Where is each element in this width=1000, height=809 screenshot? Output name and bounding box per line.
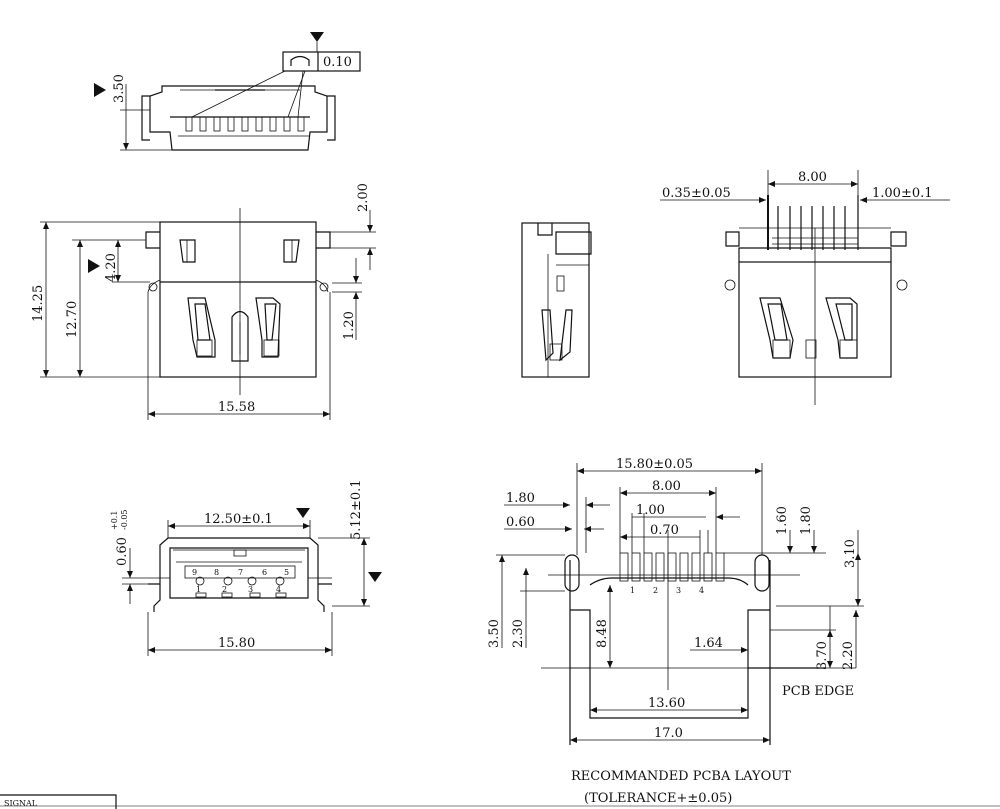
end-pin-4: 4 [276,585,281,594]
pcb-slot-offset: 1.64 [694,636,723,651]
pcb-left-a: 3.50 [487,619,502,648]
pcb-depth: 8.48 [595,619,610,648]
datum-triangle-end-right [368,572,382,582]
pcb-pads [619,552,725,582]
end-pin-3: 3 [248,585,253,594]
rear-view: 8.00 0.35±0.05 1.00±0.1 [660,170,950,405]
top-view-height: 3.50 [112,74,127,103]
title-block: SIGNAL [0,794,1000,809]
end-pin-8: 8 [214,568,219,577]
pcb-tolerance: (TOLERANCE+±0.05) [584,791,732,806]
top-view: 0.10 3.5 [94,32,361,151]
pcb-outer-width: 17.0 [654,726,683,741]
end-lip: 0.60 [115,537,130,566]
datum-triangle-left [94,83,106,97]
pcb-pad-4: 4 [699,586,704,595]
pcb-pad-edge: 1.80 [506,491,535,506]
end-width: 15.80 [218,636,255,651]
title-block-signal: SIGNAL [4,799,38,808]
pcb-overall: 15.80±0.05 [616,457,693,472]
front-height-body: 12.70 [65,301,80,338]
rear-pin-span: 8.00 [798,170,827,185]
pcb-row-depth: 3.10 [843,539,858,568]
end-view: 9 8 7 6 5 1 2 3 4 12.50±0.1 5.12±0.1 0.6… [110,479,382,656]
end-lip-tol: +0.1 [110,511,119,530]
end-pin-5: 5 [284,568,289,577]
end-opening-width: 12.50±0.1 [204,512,273,527]
pcb-right-a: 3.70 [815,641,830,670]
pcb-pad-pitch: 1.00 [636,503,665,518]
end-height: 5.12±0.1 [349,479,364,540]
front-top-gap: 2.00 [356,183,371,212]
rear-view-pins [767,195,859,250]
front-side-gap: 1.20 [342,311,357,340]
end-pin-6: 6 [262,568,267,577]
pcb-pad-1: 1 [630,586,635,595]
datum-triangle-top [310,32,324,42]
pcb-row-height-b: 1.80 [799,506,814,535]
datum-triangle-end [296,508,310,518]
pcb-right-b: 2.20 [841,641,856,670]
end-pin-9: 9 [192,568,197,577]
front-view: 14.25 12.70 4.20 2.00 1.20 [31,183,376,420]
flatness-value: 0.10 [323,55,352,70]
end-pin-2: 2 [222,585,227,594]
rear-pin-width: 0.35±0.05 [662,186,731,201]
rear-pin-pitch: 1.00±0.1 [872,186,933,201]
pcb-pad-2: 2 [653,586,658,595]
pcb-pin-span: 8.00 [652,479,681,494]
top-view-pins [185,116,305,132]
end-lip-tol-low: -0.05 [120,509,129,530]
end-pin-1: 1 [196,585,201,594]
end-pin-7: 7 [238,568,243,577]
end-view-pins [184,565,296,598]
pcb-edge-label: PCB EDGE [782,684,854,699]
pcb-inner-width: 13.60 [648,696,685,711]
pcb-pad-width: 0.60 [506,515,535,530]
side-view [521,222,592,378]
front-width: 15.58 [218,400,255,415]
pcb-pad-3: 3 [676,586,681,595]
pcb-left-b: 2.30 [511,619,526,648]
pcb-caption: RECOMMANDED PCBA LAYOUT [571,769,791,784]
front-tab-offset: 4.20 [104,253,119,282]
pcb-pad-size: 0.70 [650,523,679,538]
pcb-row-height-a: 1.60 [775,506,790,535]
flatness-tolerance-box: 0.10 [282,51,361,72]
front-height-total: 14.25 [31,285,46,322]
pcb-layout: 1 2 3 4 15.80±0.05 8.00 1.80 1.00 [487,457,864,806]
datum-triangle-front [88,259,100,273]
